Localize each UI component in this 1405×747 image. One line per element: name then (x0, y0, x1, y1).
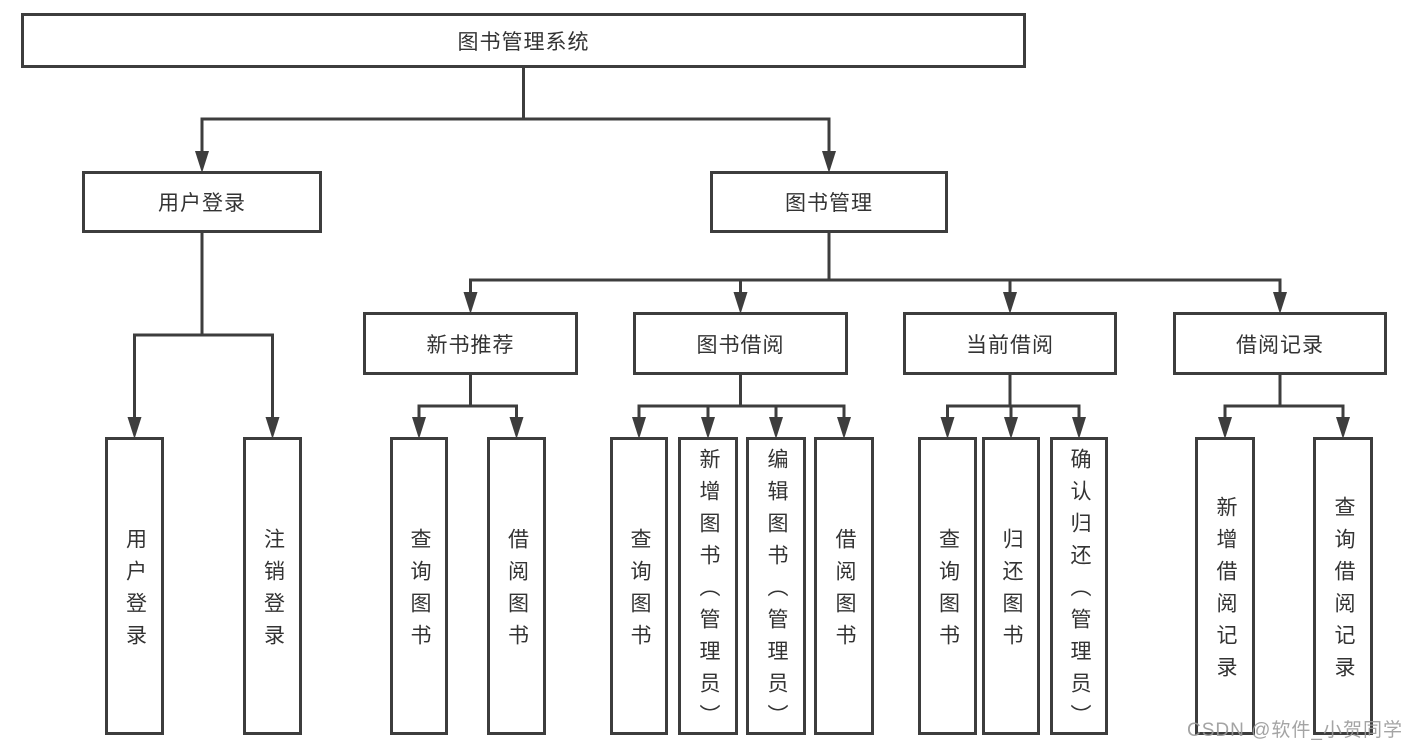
arrowhead-icon (701, 417, 715, 439)
node-label: 图书借阅 (696, 333, 785, 357)
node-label: 查询图书 (628, 527, 651, 656)
arrowhead-icon (769, 417, 783, 439)
node-query-books-1: 查询图书 (390, 437, 448, 735)
node-label: 新书推荐 (426, 333, 515, 357)
node-label: 借阅图书 (505, 527, 529, 656)
arrowhead-icon (822, 151, 836, 173)
arrowhead-icon (195, 151, 209, 173)
node-logout: 注销登录 (243, 437, 302, 735)
node-label: 查询图书 (408, 527, 431, 656)
arrowhead-icon (509, 417, 524, 439)
csdn-watermark: CSDN @软件_小贺同学 (1187, 720, 1403, 741)
node-label: 查询图书 (936, 527, 960, 656)
node-label: 查询借阅记录 (1332, 495, 1355, 688)
node-label: 新增图书（管理员） (697, 447, 720, 736)
node-return-books: 归还图书 (982, 437, 1040, 735)
node-book-management: 图书管理 (710, 171, 948, 233)
node-label: 确认归还（管理员） (1068, 447, 1091, 736)
arrowhead-icon (733, 292, 748, 314)
arrowhead-icon (1336, 417, 1350, 439)
node-add-borrow-record: 新增借阅记录 (1195, 437, 1255, 735)
arrowhead-icon (463, 292, 478, 314)
node-confirm-return-admin: 确认归还（管理员） (1050, 437, 1108, 736)
node-query-books-2: 查询图书 (610, 437, 668, 735)
arrowhead-icon (265, 417, 280, 439)
node-borrow-books-1: 借阅图书 (487, 437, 546, 735)
node-library-management-system: 图书管理系统 (21, 13, 1026, 68)
node-label: 新增借阅记录 (1214, 495, 1237, 688)
node-new-book-recommend: 新书推荐 (363, 312, 578, 375)
node-borrow-books-2: 借阅图书 (814, 437, 874, 735)
arrowhead-icon (127, 417, 142, 439)
node-user-login-leaf: 用户登录 (105, 437, 164, 735)
node-book-borrowing: 图书借阅 (633, 312, 848, 375)
node-add-books-admin: 新增图书（管理员） (678, 437, 738, 736)
arrowhead-icon (1072, 417, 1086, 439)
node-label: 图书管理系统 (457, 30, 590, 54)
node-label: 图书管理 (785, 192, 873, 215)
arrowhead-icon (837, 417, 851, 439)
arrowhead-icon (1003, 292, 1017, 314)
node-label: 编辑图书（管理员） (765, 447, 788, 736)
node-label: 归还图书 (1000, 527, 1023, 656)
node-query-borrow-record: 查询借阅记录 (1313, 437, 1373, 735)
arrowhead-icon (632, 417, 646, 439)
arrowhead-icon (940, 417, 955, 439)
node-borrow-records: 借阅记录 (1173, 312, 1387, 375)
arrowhead-icon (1004, 417, 1018, 439)
node-label: 用户登录 (158, 192, 246, 215)
arrowhead-icon (1273, 292, 1287, 314)
node-label: 当前借阅 (966, 333, 1054, 357)
node-current-borrowing: 当前借阅 (903, 312, 1117, 375)
node-label: 借阅记录 (1236, 333, 1324, 357)
node-query-books-3: 查询图书 (918, 437, 977, 735)
arrowhead-icon (1218, 417, 1232, 439)
node-label: 注销登录 (261, 527, 285, 656)
node-label: 用户登录 (123, 527, 147, 656)
node-label: 借阅图书 (833, 527, 856, 656)
node-edit-books-admin: 编辑图书（管理员） (746, 437, 806, 736)
arrowhead-icon (412, 417, 426, 439)
node-user-login: 用户登录 (82, 171, 322, 233)
